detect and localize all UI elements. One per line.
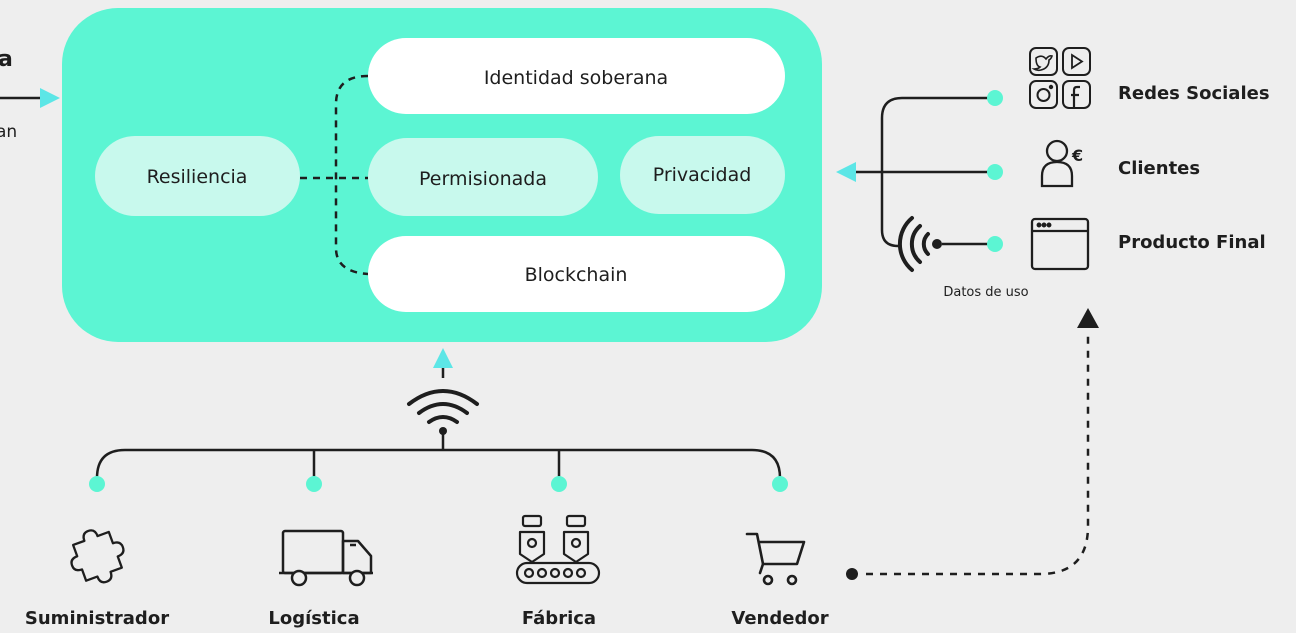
uplink-arrow [433, 348, 453, 368]
left-fragment-top: a [0, 47, 13, 72]
label-producto: Producto Final [1118, 232, 1266, 253]
wifi-icon [407, 389, 479, 435]
dot-logistica [306, 476, 322, 492]
pill-privacidad-label: Privacidad [653, 164, 752, 186]
pill-resiliencia-label: Resiliencia [147, 166, 248, 188]
puzzle-icon [70, 529, 125, 584]
signal-icon [897, 216, 942, 272]
truck-icon [279, 529, 373, 587]
dot-producto [987, 236, 1003, 252]
instagram-icon [1029, 80, 1058, 109]
pill-blockchain: Blockchain [368, 236, 785, 312]
label-datos-uso: Datos de uso [943, 285, 1028, 300]
label-vendedor: Vendedor [731, 608, 828, 629]
label-redes: Redes Sociales [1118, 83, 1270, 104]
twitter-icon [1029, 47, 1058, 76]
label-suministrador: Suministrador [25, 608, 169, 629]
pill-privacidad: Privacidad [620, 136, 785, 214]
left-fragment-bottom: an [0, 122, 17, 142]
dot-clientes [987, 164, 1003, 180]
label-logistica: Logística [268, 608, 359, 629]
facebook-icon [1062, 80, 1091, 109]
label-clientes: Clientes [1118, 158, 1200, 179]
svg-text:€: € [1071, 146, 1083, 165]
client-icon: € [1040, 139, 1083, 188]
pill-permisionada: Permisionada [368, 138, 598, 216]
dot-redes [987, 90, 1003, 106]
dot-vendedor [772, 476, 788, 492]
label-fabrica: Fábrica [522, 608, 596, 629]
pill-permisionada-label: Permisionada [419, 168, 547, 190]
youtube-icon [1062, 47, 1091, 76]
chain-tree [95, 431, 782, 479]
factory-icon [515, 514, 601, 585]
dashed-connectors [300, 74, 369, 276]
dashed-feedback-path [866, 330, 1090, 576]
dot-fabrica [551, 476, 567, 492]
right-input-arrow [836, 162, 856, 182]
pill-identidad-label: Identidad soberana [484, 67, 668, 89]
vendedor-dot [846, 568, 858, 580]
social-icons [1029, 47, 1091, 109]
pill-blockchain-label: Blockchain [525, 264, 628, 286]
pill-resiliencia: Resiliencia [95, 136, 300, 216]
dot-suministrador [89, 476, 105, 492]
window-icon [1030, 217, 1090, 271]
feedback-arrow [1077, 308, 1099, 328]
left-input-arrow [40, 88, 60, 108]
right-connectors [848, 96, 995, 248]
pill-identidad: Identidad soberana [368, 38, 785, 114]
cart-icon [745, 532, 806, 586]
